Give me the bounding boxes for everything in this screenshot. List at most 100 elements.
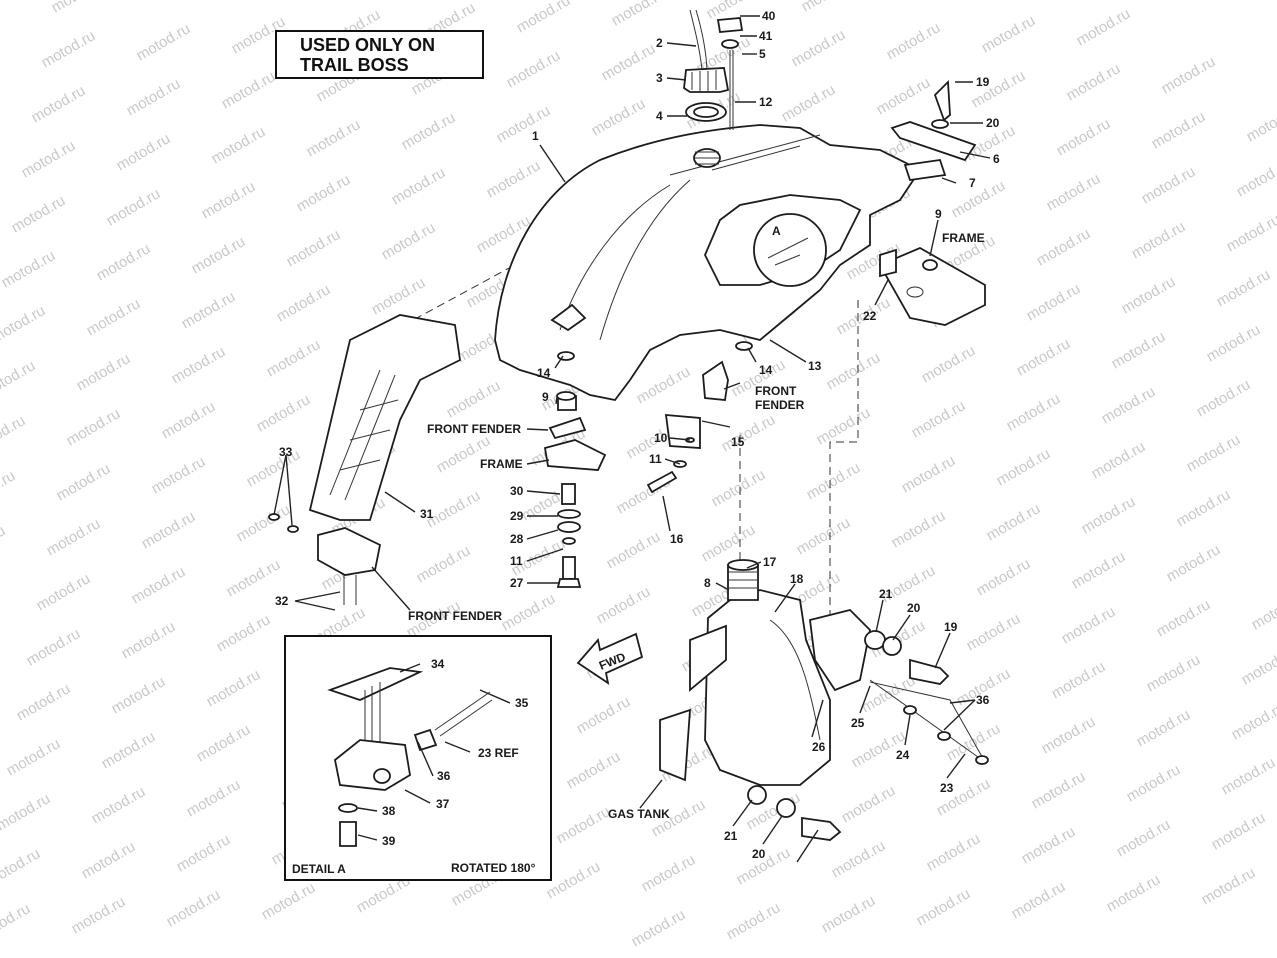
watermark-text: motod.ru [54,460,114,504]
watermark-text: motod.ru [0,467,18,511]
filler-cap-assembly [683,9,744,130]
label-part-12: 12 [759,95,773,109]
watermark-text: motod.ru [589,95,649,139]
watermark-text: motod.ru [574,693,634,737]
watermark-text: motod.ru [199,178,259,222]
watermark-text: motod.ru [804,459,864,503]
watermark-text: motod.ru [209,123,269,167]
watermark-text: motod.ru [974,555,1034,599]
watermark-text: motod.ru [94,240,154,284]
label-part-30: 30 [510,484,524,498]
label-part-20-bottom: 20 [752,847,766,861]
watermark-text: motod.ru [1029,768,1089,812]
watermark-text: motod.ru [1204,321,1264,365]
leader-lines [273,15,991,863]
front-fender-mount-stack [543,341,753,588]
watermark-text: motod.ru [994,445,1054,489]
watermark-text: motod.ru [244,446,304,490]
watermark-text: motod.ru [1174,486,1234,530]
label-part-7: 7 [969,176,976,190]
watermark-text: motod.ru [164,886,224,930]
label-part-20-right: 20 [907,601,921,615]
watermark-text: motod.ru [1124,761,1184,805]
watermark-text: motod.ru [634,363,694,407]
watermark-text: motod.ru [44,515,104,559]
watermark-text: motod.ru [909,397,969,441]
label-part-23-ref: 23 REF [478,746,519,760]
label-part-38: 38 [382,804,396,818]
watermark-text: motod.ru [1099,383,1159,427]
watermark-text: motod.ru [294,171,354,215]
label-part-24: 24 [896,748,910,762]
label-part-21-bottom: 21 [724,829,738,843]
label-frame-mid: FRAME [480,457,523,471]
detail-a-inset: DETAIL A ROTATED 180° [284,635,552,881]
watermark-text: motod.ru [1054,115,1114,159]
watermark-text: motod.ru [979,12,1039,56]
watermark-text: motod.ru [1224,211,1277,255]
label-part-2: 2 [656,36,663,50]
watermark-text: motod.ru [0,357,38,401]
watermark-text: motod.ru [444,377,504,421]
watermark-text: motod.ru [0,790,53,834]
watermark-text: motod.ru [99,728,159,772]
seat-support [268,314,461,605]
label-part-23: 23 [940,781,954,795]
label-part-21-right: 21 [879,587,893,601]
watermark-text: motod.ru [1089,438,1149,482]
label-part-29: 29 [510,509,524,523]
watermark-text: motod.ru [914,885,974,929]
watermark-text: motod.ru [919,342,979,386]
watermark-text: motod.ru [829,837,889,881]
watermark-text: motod.ru [179,288,239,332]
watermark-text: motod.ru [234,501,294,545]
watermark-text: motod.ru [1164,541,1224,585]
detail-caption-left: DETAIL A [292,862,346,876]
watermark-text: motod.ru [724,899,784,943]
watermark-text: motod.ru [1209,809,1269,853]
watermark-text: motod.ru [554,803,614,847]
label-part-19-top: 19 [976,75,990,89]
label-part-14-right: 14 [759,363,773,377]
label-part-9-top: 9 [935,207,942,221]
watermark-text: motod.ru [1014,335,1074,379]
watermark-text: motod.ru [9,192,69,236]
label-part-8: 8 [704,576,711,590]
watermark-text: motod.ru [544,858,604,902]
watermark-text: motod.ru [504,47,564,91]
oil-tank [659,559,989,841]
watermark-text: motod.ru [0,302,48,346]
label-front-fender-c: FRONT FENDER [408,609,502,623]
watermark-text: motod.ru [794,514,854,558]
watermark-text: motod.ru [19,137,79,181]
notice-box: USED ONLY ON TRAIL BOSS [275,30,484,79]
watermark-text: motod.ru [109,673,169,717]
label-part-14-left: 14 [537,366,551,380]
watermark-text: motod.ru [1019,823,1079,867]
watermark-text: motod.ru [1079,493,1139,537]
watermark-text: motod.ru [1129,218,1189,262]
forward-arrow: FWD [576,632,644,685]
watermark-text: motod.ru [204,666,264,710]
watermark-text: motod.ru [564,748,624,792]
watermark-text: motod.ru [594,583,654,627]
watermark-text: motod.ru [174,831,234,875]
watermark-text: motod.ru [304,116,364,160]
watermark-text: motod.ru [969,67,1029,111]
watermark-text: motod.ru [74,350,134,394]
label-part-16: 16 [670,532,684,546]
watermark-text: motod.ru [0,34,3,78]
watermark-text: motod.ru [1144,651,1204,695]
watermark-text: motod.ru [79,838,139,882]
watermark-text: motod.ru [194,721,254,765]
label-part-39: 39 [382,834,396,848]
watermark-text: motod.ru [254,391,314,435]
watermark-text: motod.ru [34,570,94,614]
label-part-41: 41 [759,29,773,43]
watermark-text: motod.ru [494,102,554,146]
gas-tank [494,124,922,401]
watermark-text: motod.ru [1249,589,1277,633]
label-part-6: 6 [993,152,1000,166]
detail-callout-letter: A [772,224,781,238]
watermark-text: motod.ru [1194,376,1254,420]
